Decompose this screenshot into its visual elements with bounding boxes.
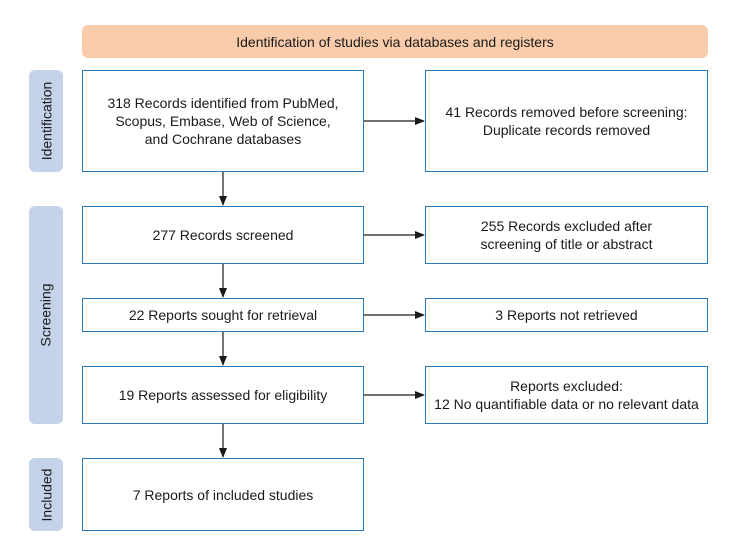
reports-not-retrieved-box: 3 Reports not retrieved (425, 298, 708, 332)
reports-included-box: 7 Reports of included studies (82, 458, 364, 531)
phase-included-label: Included (38, 468, 54, 521)
records-screened-box: 277 Records screened (82, 206, 364, 264)
reports-included-text: 7 Reports of included studies (132, 486, 314, 503)
flow-header: Identification of studies via databases … (82, 25, 708, 58)
reports-assessed-text: 19 Reports assessed for eligibility (118, 387, 328, 403)
reports-sought-box: 22 Reports sought for retrieval (82, 298, 364, 332)
phase-included: Included (29, 458, 63, 531)
phase-screening: Screening (29, 206, 63, 424)
records-identified-box: 318 Records identified from PubMed, Scop… (82, 70, 364, 172)
records-screened-text: 277 Records screened (152, 227, 294, 243)
reports-not-retrieved-text: 3 Reports not retrieved (495, 307, 638, 323)
records-excluded-text: 255 Records excluded after screening of … (480, 218, 653, 252)
reports-excluded-text: Reports excluded: 12 No quantifiable dat… (434, 378, 699, 412)
reports-assessed-box: 19 Reports assessed for eligibility (82, 366, 364, 424)
records-removed-box: 41 Records removed before screening: Dup… (425, 70, 708, 172)
reports-sought-text: 22 Reports sought for retrieval (128, 307, 318, 323)
records-excluded-box: 255 Records excluded after screening of … (425, 206, 708, 264)
phase-identification: Identification (29, 70, 63, 172)
phase-identification-label: Identification (38, 81, 55, 161)
records-identified-text: 318 Records identified from PubMed, Scop… (107, 95, 339, 147)
records-removed-text: 41 Records removed before screening: Dup… (445, 104, 688, 138)
flow-header-title: Identification of studies via databases … (236, 33, 554, 50)
reports-excluded-box: Reports excluded: 12 No quantifiable dat… (425, 366, 708, 424)
phase-screening-label: Screening (38, 283, 55, 347)
